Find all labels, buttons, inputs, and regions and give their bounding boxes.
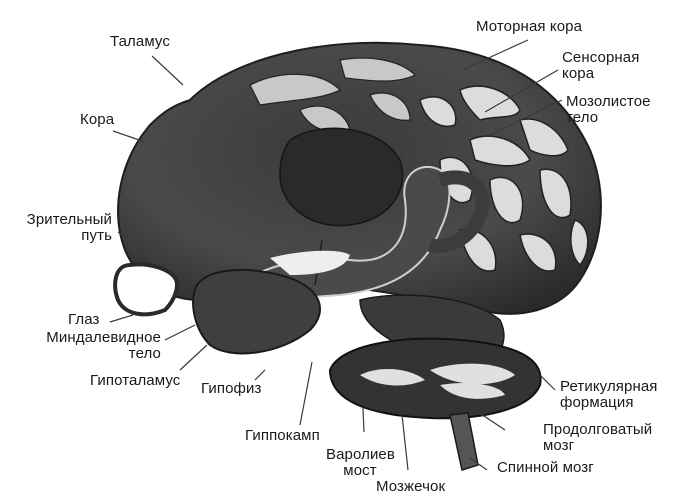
label-optic-tract-line2: путь xyxy=(81,227,112,244)
label-corpus-callosum-line2: тело xyxy=(566,109,599,126)
label-reticular-formation: Ретикулярная формация xyxy=(560,379,658,411)
label-pons: Варолиев мост xyxy=(326,446,395,479)
spinal-cord-shape xyxy=(449,412,479,471)
label-corpus-callosum: Мозолистое тело xyxy=(566,94,651,126)
label-sensory-cortex: Сенсорная кора xyxy=(562,50,639,82)
label-thalamus: Таламус xyxy=(110,33,170,50)
label-reticular-line1: Ретикулярная xyxy=(560,378,658,395)
label-cortex: Кора xyxy=(80,111,115,128)
label-pons-line1: Варолиев xyxy=(326,446,395,463)
label-motor-cortex: Моторная кора xyxy=(476,18,583,35)
gyri-top xyxy=(249,57,417,133)
label-medulla-line2: мозг xyxy=(543,437,575,454)
label-reticular-line2: формация xyxy=(560,394,634,411)
label-optic-tract-line1: Зрительный xyxy=(26,211,112,228)
label-spinal-cord: Спинной мозг xyxy=(497,459,594,476)
label-pituitary: Гипофиз xyxy=(201,380,262,397)
label-eye: Глаз xyxy=(68,311,100,328)
label-medulla: Продолговатый мозг xyxy=(543,422,652,454)
label-hippocampus: Гиппокамп xyxy=(245,427,320,444)
deep-structures xyxy=(279,127,404,227)
label-amygdala: Миндалевидное тело xyxy=(30,330,161,362)
label-corpus-callosum-line1: Мозолистое xyxy=(566,93,651,110)
label-medulla-line1: Продолговатый xyxy=(543,421,653,438)
label-hypothalamus: Гипоталамус xyxy=(90,372,181,389)
label-cerebellum: Мозжечок xyxy=(376,478,446,495)
label-sensory-cortex-line1: Сенсорная xyxy=(562,49,640,66)
eye-shape xyxy=(113,262,179,317)
label-amygdala-line2: тело xyxy=(128,345,161,362)
label-sensory-cortex-line2: кора xyxy=(562,65,595,82)
label-amygdala-line1: Миндалевидное xyxy=(46,329,161,346)
cerebellum-folia xyxy=(360,363,515,399)
leader-lines xyxy=(109,39,563,471)
cerebellum-shape xyxy=(328,337,542,420)
label-pons-line2: мост xyxy=(343,462,377,479)
temporal-lobe-shape xyxy=(192,269,321,355)
label-optic-tract: Зрительный путь xyxy=(15,212,112,244)
